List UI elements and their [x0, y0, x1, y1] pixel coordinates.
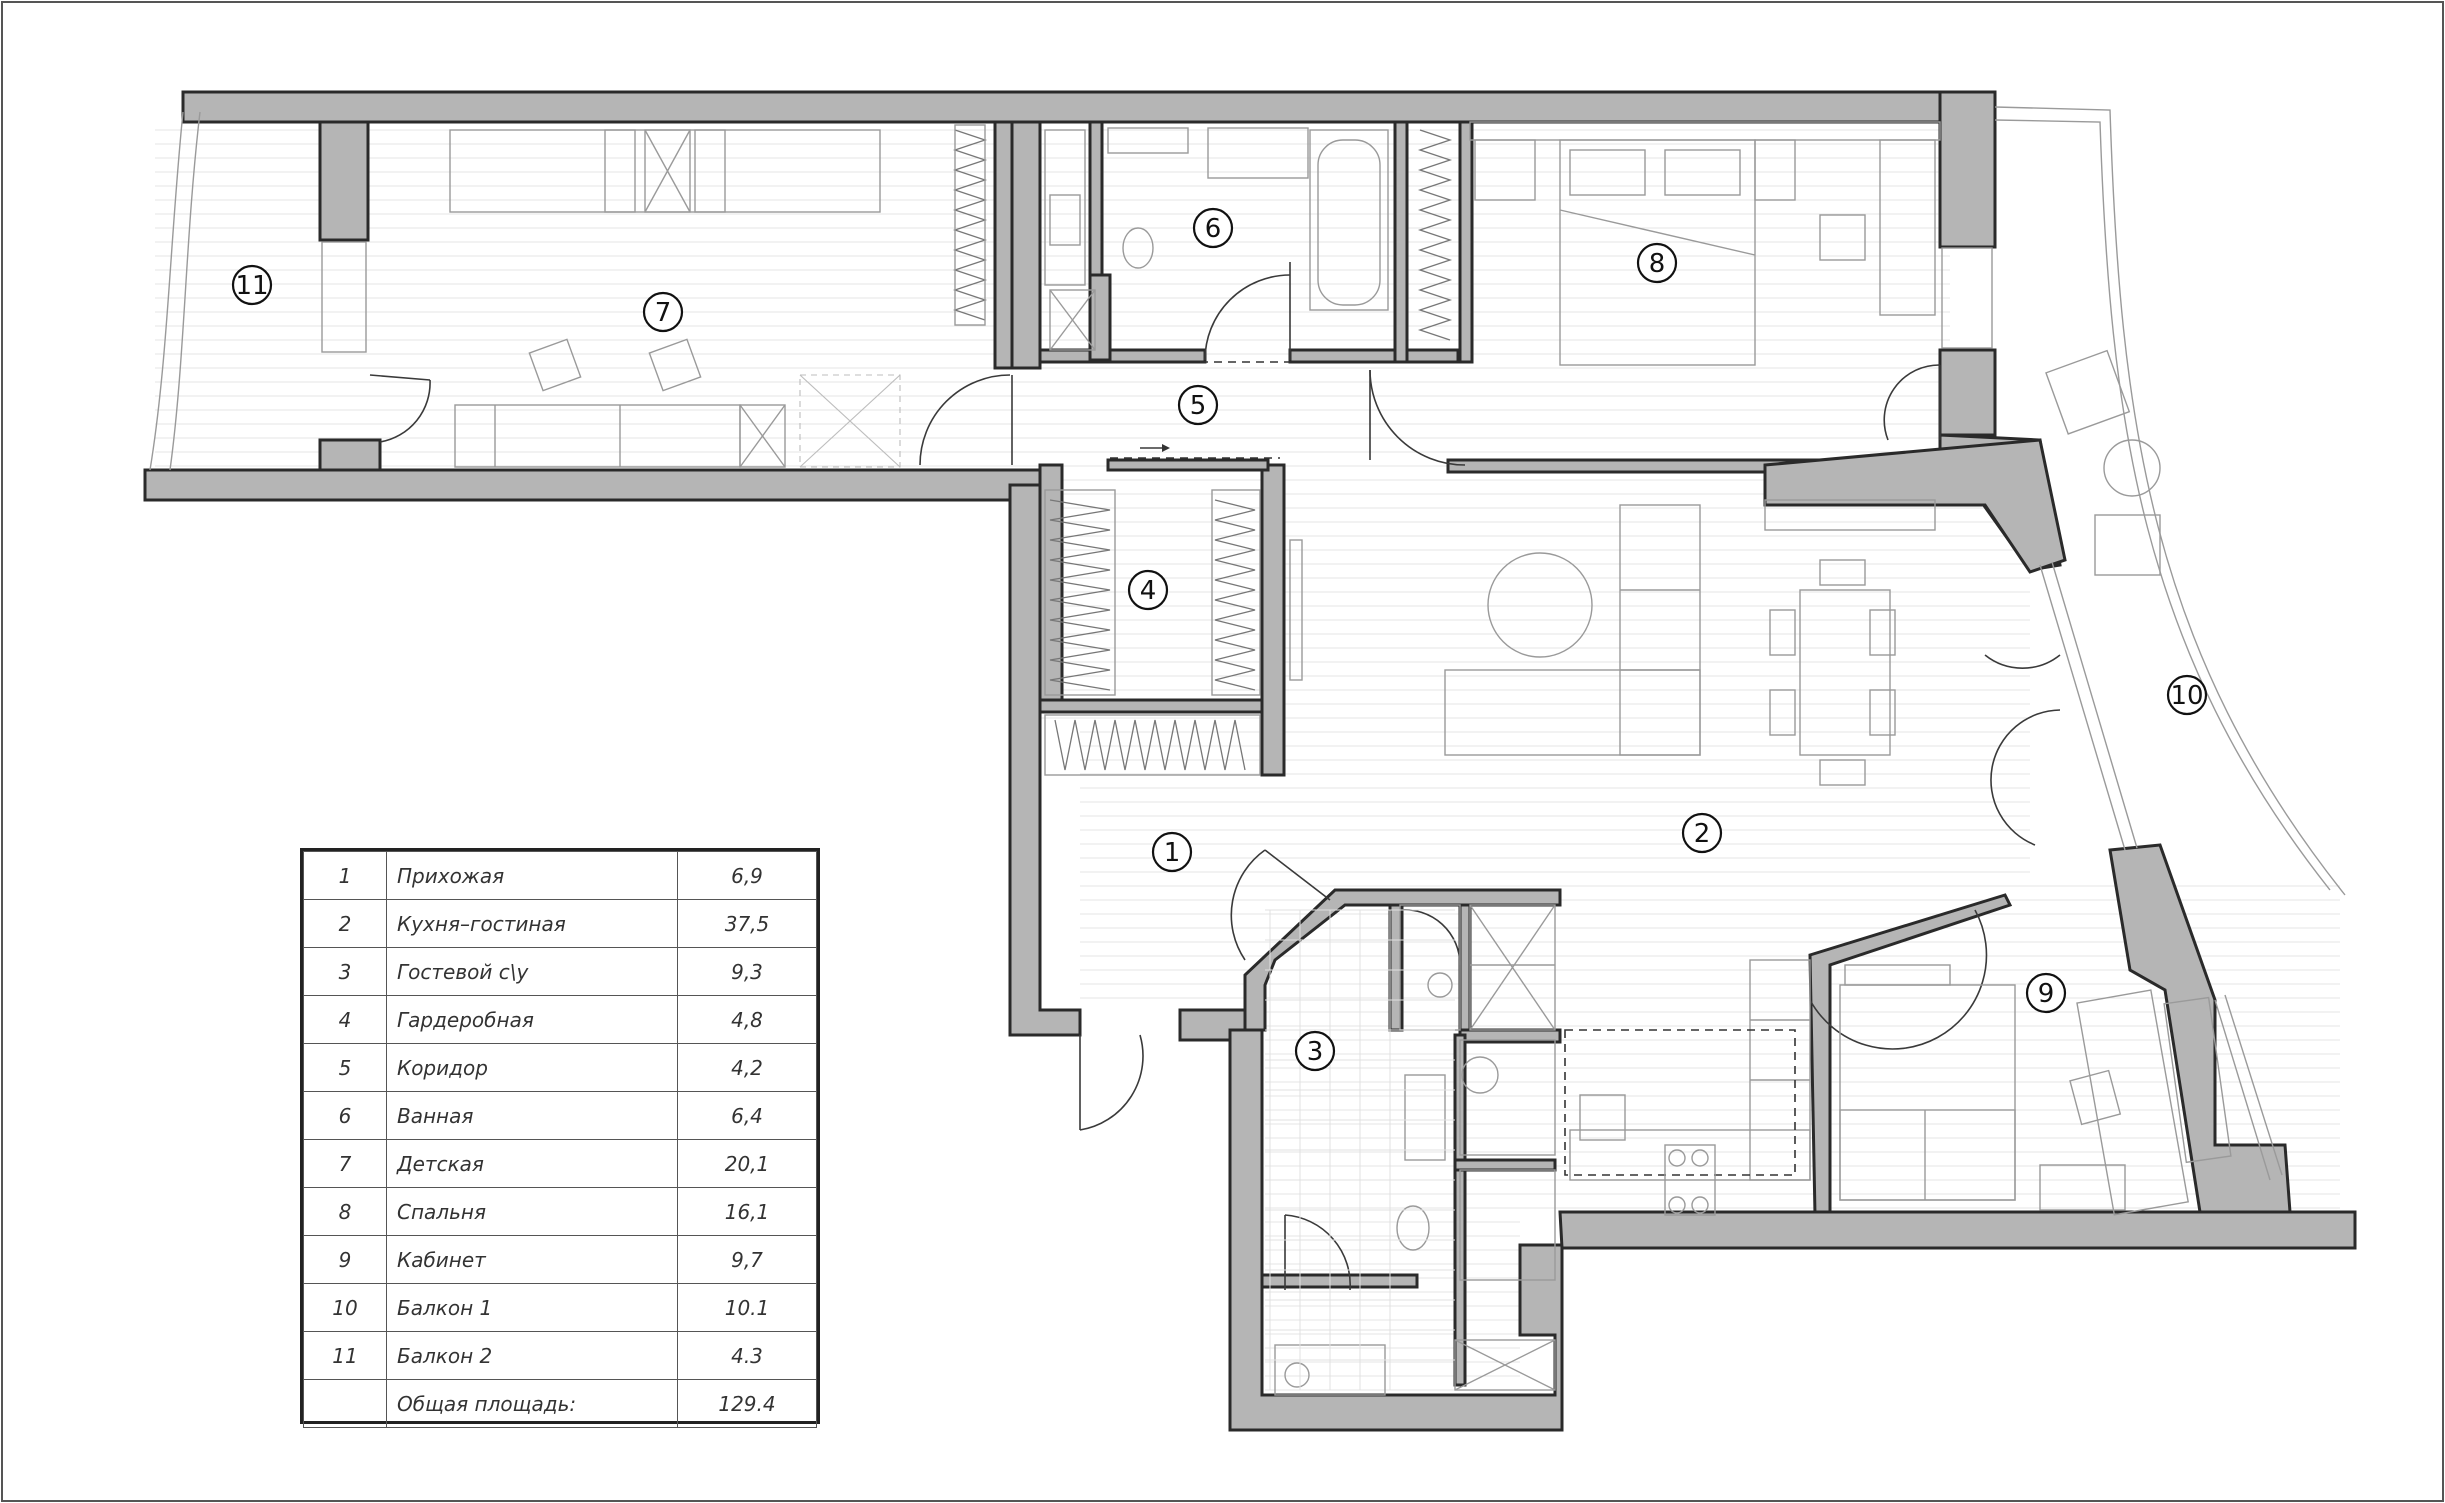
legend-room-number: 5	[303, 1043, 387, 1092]
room-marker-circle	[2025, 972, 2067, 1014]
legend-room-area: 16,1	[677, 1187, 817, 1236]
legend-room-number: 10	[303, 1283, 387, 1332]
legend-room-number	[303, 1379, 387, 1428]
furniture-room-2	[1444, 499, 1936, 786]
furniture-room-4	[1044, 489, 1303, 776]
room-marker-5: 5	[1177, 384, 1219, 426]
room-marker-circle	[1177, 384, 1219, 426]
legend-room-name: Спальня	[386, 1187, 678, 1236]
legend-room-number: 9	[303, 1235, 387, 1284]
room-marker-2: 2	[1681, 812, 1723, 854]
room-marker-label: 6	[1205, 214, 1222, 244]
room-marker-8: 8	[1636, 242, 1678, 284]
legend-room-number: 2	[303, 899, 387, 948]
legend-room-area: 9,3	[677, 947, 817, 996]
room-marker-1: 1	[1151, 831, 1193, 873]
legend-room-number: 3	[303, 947, 387, 996]
legend-room-number: 4	[303, 995, 387, 1044]
room-marker-circle	[1192, 207, 1234, 249]
room-marker-label: 2	[1694, 819, 1711, 849]
room-marker-label: 11	[235, 271, 268, 301]
legend-room-number: 7	[303, 1139, 387, 1188]
room-marker-label: 7	[655, 298, 672, 328]
furniture-room-6	[1044, 127, 1453, 351]
room-marker-label: 5	[1190, 391, 1207, 421]
legend-room-name: Общая площадь:	[386, 1379, 678, 1428]
room-marker-circle	[1681, 812, 1723, 854]
legend-room-number: 11	[303, 1331, 387, 1380]
legend-room-name: Гардеробная	[386, 995, 678, 1044]
room-marker-circle	[1636, 242, 1678, 284]
room-marker-label: 10	[2170, 681, 2203, 711]
room-marker-label: 8	[1649, 249, 1666, 279]
legend-room-number: 1	[303, 851, 387, 900]
room-marker-circle	[1151, 831, 1193, 873]
legend-room-area: 20,1	[677, 1139, 817, 1188]
room-marker-6: 6	[1192, 207, 1234, 249]
room-marker-7: 7	[642, 291, 684, 333]
room-marker-11: 11	[231, 264, 273, 306]
legend-room-area: 4,8	[677, 995, 817, 1044]
room-marker-10: 10	[2166, 674, 2208, 716]
room-marker-4: 4	[1127, 569, 1169, 611]
furniture-room-10	[2045, 349, 2161, 576]
room-marker-circle	[1127, 569, 1169, 611]
legend-room-name: Ванная	[386, 1091, 678, 1140]
room-marker-label: 9	[2038, 979, 2055, 1009]
legend-room-name: Балкон 1	[386, 1283, 678, 1332]
legend-room-name: Кабинет	[386, 1235, 678, 1284]
legend-room-area: 9,7	[677, 1235, 817, 1284]
room-marker-circle	[1294, 1030, 1336, 1072]
legend-room-number: 8	[303, 1187, 387, 1236]
furniture-room-7	[449, 124, 988, 468]
legend-room-name: Детская	[386, 1139, 678, 1188]
legend-total-row: Общая площадь:129.4	[303, 1379, 817, 1428]
room-marker-3: 3	[1294, 1030, 1336, 1072]
furniture-room-8	[1469, 121, 1941, 366]
room-marker-circle	[231, 264, 273, 306]
legend-room-area: 4,2	[677, 1043, 817, 1092]
room-marker-9: 9	[2025, 972, 2067, 1014]
legend-room-number: 6	[303, 1091, 387, 1140]
legend-room-area: 6,9	[677, 851, 817, 900]
room-marker-circle	[2166, 674, 2208, 716]
legend-room-name: Коридор	[386, 1043, 678, 1092]
room-marker-label: 1	[1164, 838, 1181, 868]
legend-room-name: Прихожая	[386, 851, 678, 900]
room-marker-label: 3	[1307, 1037, 1324, 1067]
legend-room-name: Балкон 2	[386, 1331, 678, 1380]
arrow-icon	[1140, 444, 1170, 452]
room-marker-label: 4	[1140, 576, 1157, 606]
legend-room-area: 129.4	[677, 1379, 817, 1428]
legend-room-area: 6,4	[677, 1091, 817, 1140]
legend-room-area: 10.1	[677, 1283, 817, 1332]
room-marker-circle	[642, 291, 684, 333]
furniture-kitchen	[1564, 959, 1811, 1216]
legend-room-name: Гостевой с\у	[386, 947, 678, 996]
legend-room-area: 4.3	[677, 1331, 817, 1380]
legend-room-name: Кухня–гостиная	[386, 899, 678, 948]
legend-room-area: 37,5	[677, 899, 817, 948]
furniture-room-9	[1839, 964, 2232, 1216]
doors	[369, 262, 2061, 1291]
furniture-room-3	[1265, 904, 1556, 1396]
walls	[143, 90, 2357, 1432]
